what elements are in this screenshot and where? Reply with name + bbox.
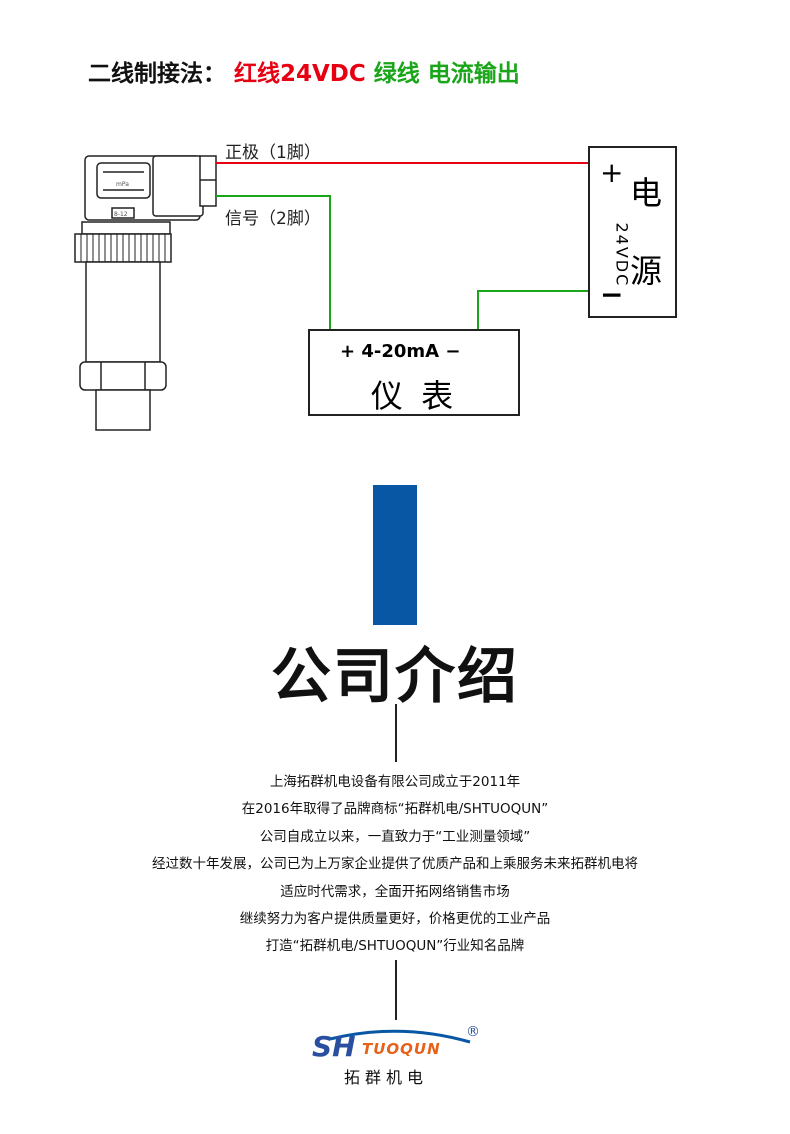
- divider-line: [395, 960, 397, 1020]
- pin2-label: 信号（2脚）: [225, 209, 321, 229]
- title-prefix: 二线制接法：: [88, 61, 226, 87]
- meter-name: 仪 表: [370, 377, 458, 415]
- decorative-blue-bar: [373, 485, 417, 625]
- green-wire-return: [477, 290, 590, 330]
- green-wire-signal: [216, 195, 331, 330]
- power-name-1: 电: [630, 174, 663, 212]
- title-green-wire: 绿线: [373, 61, 420, 87]
- power-name-2: 源: [630, 252, 663, 290]
- sensor-tag: 8-12: [114, 211, 128, 218]
- power-voltage: 24VDC: [612, 222, 632, 288]
- logo-cn: 拓群机电: [344, 1068, 429, 1087]
- divider-line: [395, 704, 397, 762]
- power-plus: +: [600, 156, 624, 189]
- intro-line: 经过数十年发展，公司已为上万家企业提供了优质产品和上乘服务未来拓群机电将: [152, 856, 638, 872]
- logo-tuoqun: TUOQUN: [362, 1040, 441, 1058]
- meter-range: + 4-20mA −: [340, 341, 461, 362]
- intro-line: 打造“拓群机电/SHTUOQUN”行业知名品牌: [265, 938, 525, 954]
- logo-sh: SH: [312, 1030, 356, 1063]
- company-logo: SH TUOQUN ® 拓群机电: [310, 1024, 490, 1087]
- pressure-sensor-drawing: [74, 155, 217, 431]
- intro-line: 适应时代需求，全面开拓网络销售市场: [280, 884, 510, 900]
- pin1-label: 正极（1脚）: [225, 143, 321, 163]
- intro-line: 上海拓群机电设备有限公司成立于2011年: [269, 774, 521, 790]
- title-red-wire: 红线24VDC: [234, 61, 366, 87]
- sensor-unit: mPa: [116, 181, 129, 188]
- intro-line: 公司自成立以来，一直致力于“工业测量领域”: [259, 829, 531, 845]
- title-current-output: 电流输出: [427, 61, 520, 87]
- intro-line: 在2016年取得了品牌商标“拓群机电/SHTUOQUN”: [241, 801, 549, 817]
- logo-registered: ®: [466, 1024, 480, 1040]
- meter-box: + 4-20mA − 仪 表: [308, 329, 520, 416]
- wiring-diagram: mPa 8-12: [74, 155, 590, 431]
- power-supply-box: + 24VDC − 电 源: [588, 146, 677, 318]
- company-heading: 公司介绍: [271, 642, 519, 712]
- power-minus: −: [600, 278, 624, 311]
- intro-line: 继续努力为客户提供质量更好，价格更优的工业产品: [239, 911, 551, 927]
- logo-swoosh: [329, 1029, 471, 1044]
- wiring-title: 二线制接法： 红线24VDC 绿线电流输出: [88, 54, 528, 88]
